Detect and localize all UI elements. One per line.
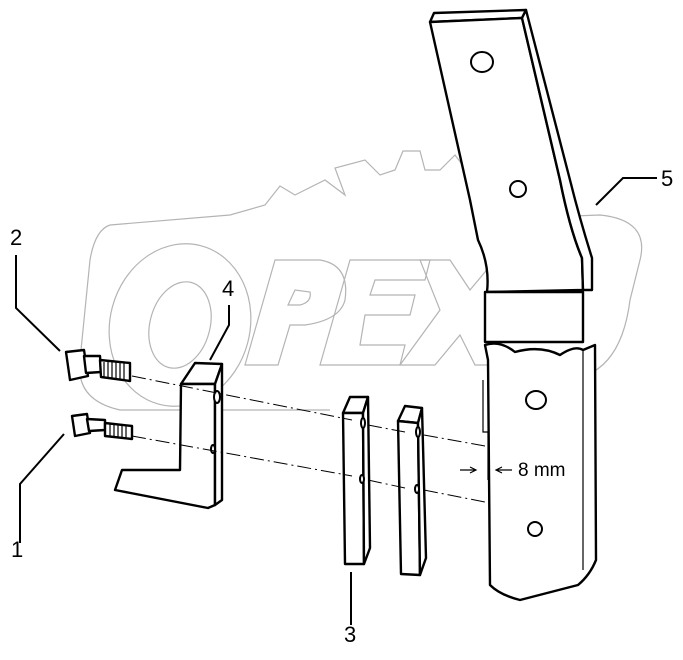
- spacer-plate-part-3a: [341, 395, 372, 566]
- dimension-8mm: [460, 380, 512, 480]
- assembly-axis-lines: [131, 375, 486, 503]
- tine-shank-part-5: [428, 8, 598, 602]
- spacer-plate-part-3b: [396, 404, 428, 577]
- callout-4: 4: [222, 276, 235, 301]
- callout-2: 2: [10, 225, 23, 250]
- bolt-upper-part-2: [64, 348, 132, 383]
- callout-3: 3: [344, 622, 357, 647]
- opex-watermark: [78, 150, 643, 411]
- dimension-label: 8 mm: [518, 460, 566, 481]
- callout-1: 1: [11, 537, 24, 562]
- callout-5: 5: [661, 166, 674, 191]
- bolt-lower-part-1: [70, 412, 134, 441]
- tine-point-part-4: [113, 361, 224, 510]
- callout-leaders: [15, 177, 657, 625]
